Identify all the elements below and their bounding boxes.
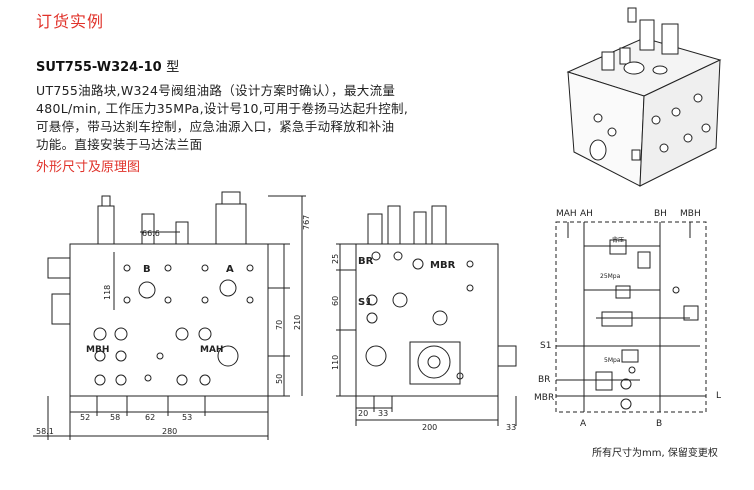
- dim-b20: 20: [358, 409, 368, 418]
- subsection-title: 外形尺寸及原理图: [36, 160, 141, 175]
- schematic-mbr-label: MBR: [534, 393, 554, 403]
- schematic-mah-label: MAH: [556, 209, 577, 219]
- dim-h50: 50: [275, 374, 284, 384]
- schematic-s1-label: S1: [540, 341, 551, 351]
- description-line-4: 功能。直接安装于马达法兰面: [36, 137, 203, 152]
- dim-top-height: 767: [302, 215, 311, 230]
- footnote: 所有尺寸为mm, 保留变更权: [592, 448, 718, 459]
- section-title: 订货实例: [36, 12, 105, 31]
- dim-b62: 62: [145, 413, 155, 422]
- description-line-2: 480L/min, 工作压力35MPa,设计号10,可用于卷扬马达起升控制,: [36, 101, 409, 116]
- port-a-circle: [219, 279, 237, 297]
- dim-offset: 66.6: [142, 229, 160, 238]
- model-code: SUT755-W324-10: [36, 60, 162, 75]
- side-view-block-outline: [355, 243, 499, 397]
- port-mah-label: MAH: [200, 345, 223, 355]
- port-main-circle: [217, 345, 239, 367]
- schematic-brake-label: 背压: [612, 236, 624, 244]
- dim-h25: 25: [331, 254, 340, 264]
- port-a-label: A: [226, 264, 234, 275]
- schematic-5mpa-label: 5Mpa: [604, 357, 621, 364]
- dim-b52: 52: [80, 413, 90, 422]
- schematic-mbh-label: MBH: [680, 209, 701, 219]
- port-br-label: BR: [358, 256, 374, 267]
- schematic-boundary: [555, 221, 707, 413]
- dim-b58: 58: [110, 413, 120, 422]
- port-s1-label: S1: [358, 297, 372, 308]
- dim-side-width: 200: [422, 423, 437, 432]
- dim-b33a: 33: [378, 409, 388, 418]
- schematic-l-label: L: [716, 391, 721, 401]
- schematic-b-label: B: [656, 419, 662, 429]
- model-suffix: 型: [166, 60, 180, 75]
- port-b-circle: [138, 281, 156, 299]
- dim-h60: 60: [331, 296, 340, 306]
- schematic-br-label: BR: [538, 375, 550, 385]
- dim-h210: 210: [293, 315, 302, 330]
- schematic-bh-label: BH: [654, 209, 667, 219]
- description-line-1: UT755油路块,W324号阀组油路（设计方案时确认），最大流量: [36, 83, 396, 98]
- schematic-25mpa-label: 25Mpa: [600, 273, 621, 280]
- port-mbr-label: MBR: [430, 260, 456, 271]
- dim-width: 280: [162, 427, 177, 436]
- port-b-label: B: [143, 264, 151, 275]
- model-title: SUT755-W324-10 型: [36, 56, 179, 75]
- dim-h70: 70: [275, 320, 284, 330]
- dim-b33b: 33: [506, 423, 516, 432]
- dim-left-v: 118: [103, 285, 112, 300]
- description-line-3: 可悬停，带马达刹车控制，应急油源入口，紧急手动释放和补油: [36, 119, 395, 134]
- schematic-a-label: A: [580, 419, 587, 429]
- dim-b53: 53: [182, 413, 192, 422]
- port-mbh-label: MBH: [86, 345, 109, 355]
- schematic-ah-label: AH: [580, 209, 593, 219]
- dim-h110: 110: [331, 355, 340, 370]
- dim-left-offset: 58.1: [36, 427, 54, 436]
